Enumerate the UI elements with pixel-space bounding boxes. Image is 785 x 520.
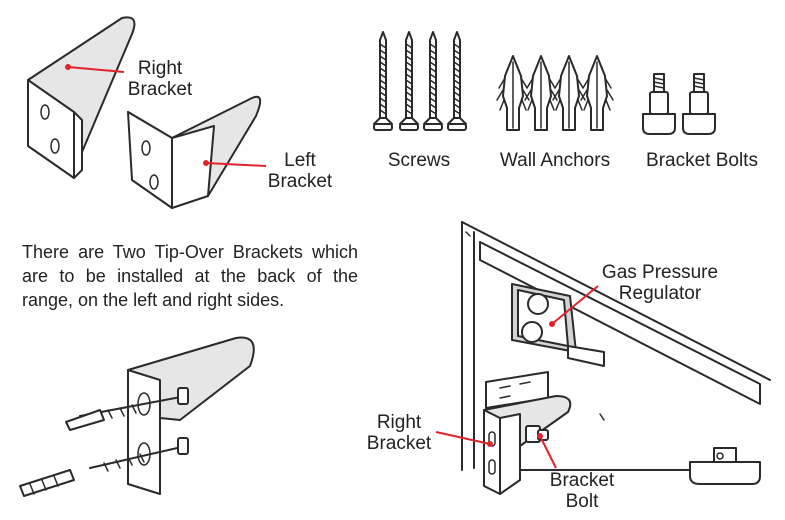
- left-bracket-label-line2: Bracket: [267, 171, 333, 192]
- wall-anchors-drawing: [496, 55, 614, 131]
- right-bracket-label-line1: Right: [137, 58, 183, 79]
- screws-label: Screws: [387, 150, 451, 171]
- gas-regulator-label-line2: Regulator: [618, 283, 702, 304]
- left-bracket-label-line1: Left: [284, 150, 316, 171]
- left-bracket-drawing: [127, 95, 267, 209]
- range-rear-drawing: [435, 221, 771, 495]
- right-bracket-label-line2: Bracket: [127, 79, 193, 100]
- left-bracket-label: Left Bracket: [258, 150, 342, 192]
- bracket-bolts-drawing: [642, 73, 716, 135]
- screws-drawing: [373, 31, 467, 131]
- right-bracket-drawing: [27, 16, 136, 179]
- tip-over-description: There are Two Tip-Over Brackets which ar…: [22, 242, 358, 310]
- right-bracket-bottom-line1: Right: [376, 412, 422, 433]
- bracket-bolts-label: Bracket Bolts: [646, 150, 758, 171]
- bracket-bolt-label-line1: Bracket: [549, 470, 615, 491]
- bracket-bolt-label-line2: Bolt: [565, 491, 599, 512]
- right-bracket-label-top: Right Bracket: [118, 58, 202, 100]
- gas-regulator-label: Gas Pressure Regulator: [594, 262, 726, 304]
- bracket-bolt-label: Bracket Bolt: [540, 470, 624, 512]
- gas-regulator-label-line1: Gas Pressure: [601, 262, 719, 283]
- right-bracket-bottom-line2: Bracket: [366, 433, 432, 454]
- right-bracket-label-bottom: Right Bracket: [358, 412, 440, 454]
- wall-anchors-label: Wall Anchors: [499, 150, 611, 171]
- bracket-wall-install-drawing: [19, 336, 255, 497]
